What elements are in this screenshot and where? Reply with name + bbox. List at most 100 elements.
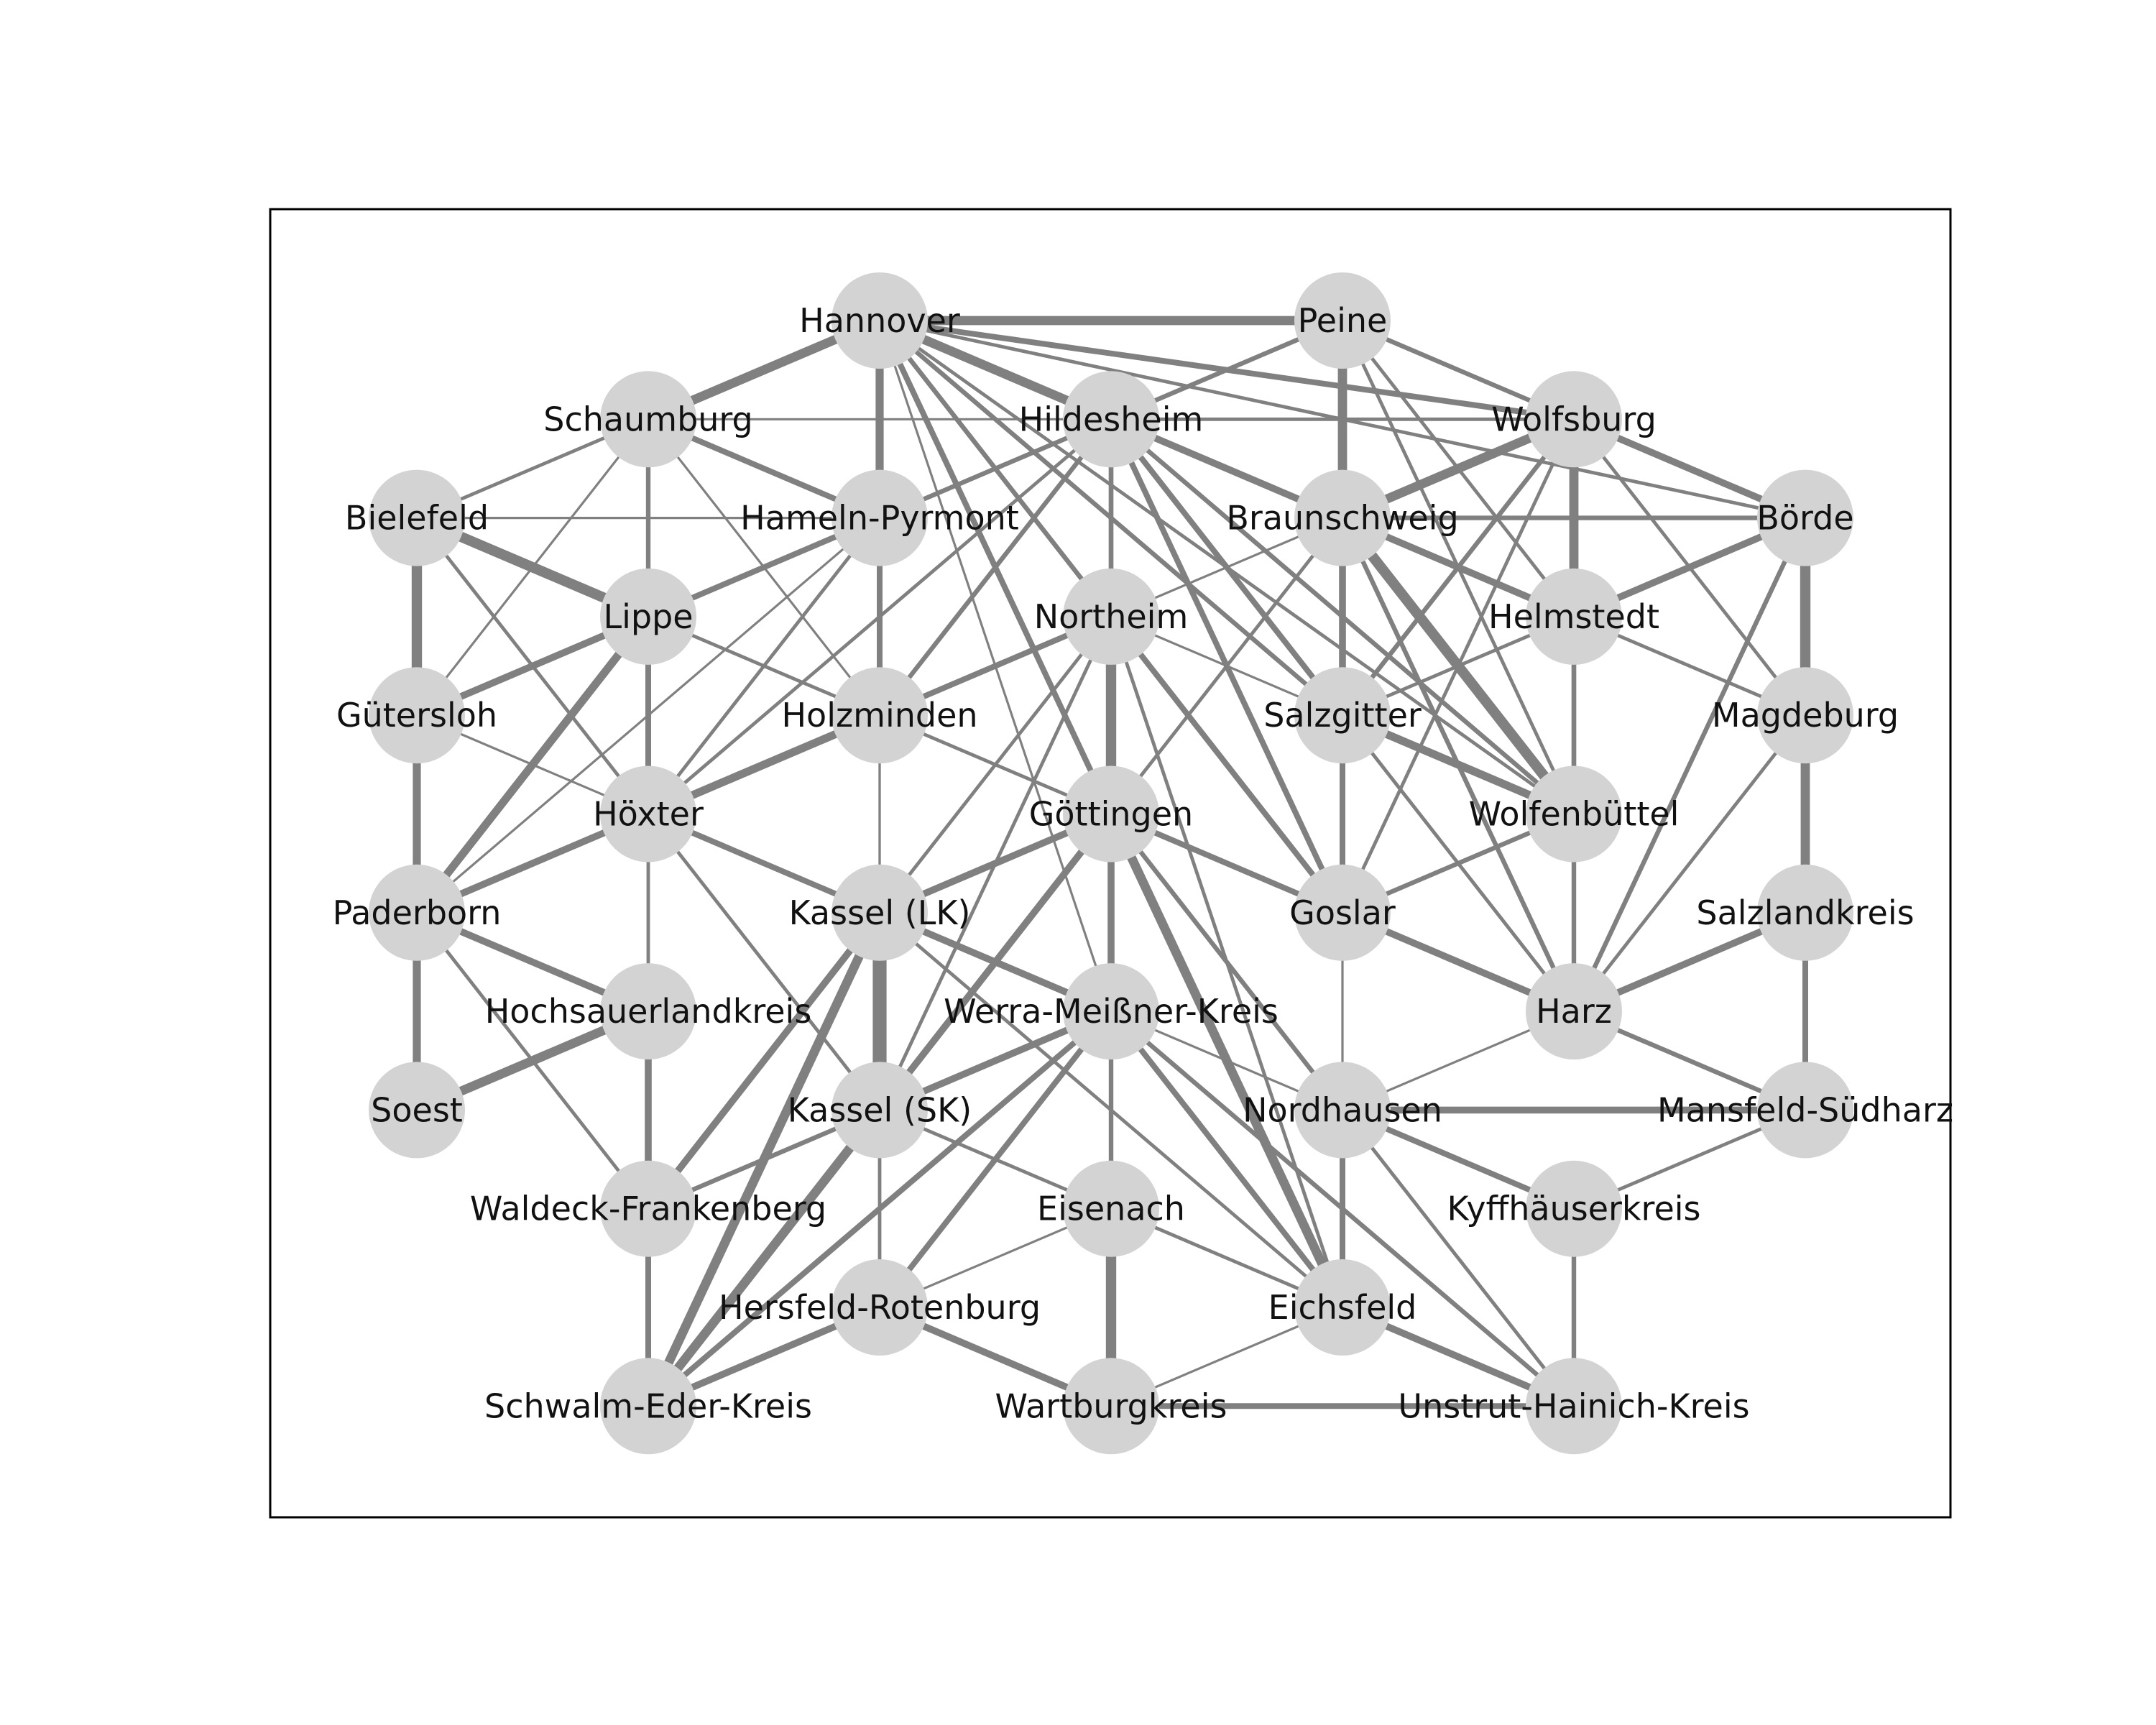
node-braunschweig: Braunschweig <box>1226 469 1459 566</box>
node-circle <box>1757 667 1853 764</box>
node-circle <box>600 568 696 665</box>
plot-frame <box>269 208 1952 1519</box>
node-label: Hameln-Pyrmont <box>740 499 1019 538</box>
node-circle <box>1294 469 1391 566</box>
node-label: Helmstedt <box>1488 597 1659 636</box>
node-label: Börde <box>1756 499 1853 538</box>
node-label: Unstrut-Hainich-Kreis <box>1398 1386 1749 1425</box>
node-circle <box>1757 1062 1853 1159</box>
node-circle <box>1294 272 1391 369</box>
node-label: Wolfenbüttel <box>1469 795 1680 834</box>
node-circle <box>831 864 928 961</box>
node-label: Wartburgkreis <box>995 1386 1227 1425</box>
node-paderborn: Paderborn <box>333 864 502 961</box>
node-label: Soest <box>371 1090 463 1129</box>
node-label: Wolfsburg <box>1491 400 1657 438</box>
node-circle <box>831 1259 928 1356</box>
node-circle <box>1063 371 1159 468</box>
node-circle <box>1294 1062 1391 1159</box>
edge-nordhausen-unstrut <box>1341 1108 1575 1407</box>
edge-magdeburg-harz <box>1572 714 1807 1013</box>
node-circle <box>1063 568 1159 665</box>
node-label: Göttingen <box>1029 795 1193 834</box>
node-salzgitter: Salzgitter <box>1263 667 1422 764</box>
node-lippe: Lippe <box>600 568 696 665</box>
node-hersfeld: Hersfeld-Rotenburg <box>719 1259 1041 1356</box>
node-hameln: Hameln-Pyrmont <box>740 469 1019 566</box>
node-goslar: Goslar <box>1289 864 1396 961</box>
node-label: Hochsauerlandkreis <box>485 992 812 1031</box>
node-label: Salzgitter <box>1263 696 1422 735</box>
node-circle <box>369 469 465 566</box>
node-label: Werra-Meißner-Kreis <box>944 992 1279 1031</box>
node-circle <box>600 963 696 1060</box>
node-label: Hildesheim <box>1019 400 1204 438</box>
node-circle <box>831 272 928 369</box>
node-hildesheim: Hildesheim <box>1019 371 1204 468</box>
node-circle <box>1757 469 1853 566</box>
node-kassel_lk: Kassel (LK) <box>789 864 971 961</box>
node-label: Kassel (LK) <box>789 893 971 932</box>
node-label: Kyffhäuserkreis <box>1447 1190 1701 1228</box>
node-circle <box>1526 963 1622 1060</box>
node-circle <box>1063 765 1159 862</box>
node-kassel_sk: Kassel (SK) <box>788 1062 972 1159</box>
edge-kassel_sk-schwalm <box>644 1107 884 1409</box>
node-nordhausen: Nordhausen <box>1243 1062 1442 1159</box>
node-goettingen: Göttingen <box>1029 765 1193 862</box>
edge-boerde-harz <box>1572 517 1807 1013</box>
node-circle <box>1294 1259 1391 1356</box>
node-circle <box>600 765 696 862</box>
node-circle <box>600 1358 696 1455</box>
node-circle <box>1063 1160 1159 1257</box>
node-circle <box>831 469 928 566</box>
node-label: Braunschweig <box>1226 499 1458 538</box>
node-hannover: Hannover <box>799 272 960 369</box>
node-circle <box>1526 1358 1622 1455</box>
node-northeim: Northeim <box>1034 568 1188 665</box>
node-label: Mansfeld-Südharz <box>1657 1090 1953 1129</box>
node-salzlandkreis: Salzlandkreis <box>1696 864 1915 961</box>
node-label: Kassel (SK) <box>788 1090 972 1129</box>
node-circle <box>1063 1358 1159 1455</box>
node-label: Schaumburg <box>543 400 752 438</box>
node-circle <box>600 1160 696 1257</box>
edge-hildesheim-holzminden <box>877 418 1113 717</box>
node-label: Goslar <box>1289 893 1396 932</box>
edge-hoexter-kassel_sk <box>647 813 881 1111</box>
node-circle <box>1063 963 1159 1060</box>
edge-werra-eichsfeld <box>1108 1009 1345 1310</box>
node-label: Salzlandkreis <box>1696 893 1914 932</box>
edge-northeim-goslar <box>1108 615 1345 915</box>
node-boerde: Börde <box>1756 469 1854 566</box>
node-schwalm: Schwalm-Eder-Kreis <box>484 1358 812 1455</box>
node-label: Magdeburg <box>1712 696 1899 735</box>
node-hochsauerland: Hochsauerlandkreis <box>485 963 812 1060</box>
node-waldeck: Waldeck-Frankenberg <box>470 1160 826 1257</box>
node-wolfenbuettel: Wolfenbüttel <box>1469 765 1680 862</box>
node-label: Bielefeld <box>345 499 489 538</box>
node-soest: Soest <box>369 1062 465 1159</box>
node-mansfeld: Mansfeld-Südharz <box>1657 1062 1953 1159</box>
node-label: Gütersloh <box>336 696 497 735</box>
node-circle <box>1526 765 1622 862</box>
node-eisenach: Eisenach <box>1037 1160 1185 1257</box>
node-harz: Harz <box>1526 963 1622 1060</box>
node-circle <box>1294 667 1391 764</box>
node-label: Waldeck-Frankenberg <box>470 1190 826 1228</box>
node-schaumburg: Schaumburg <box>543 371 753 468</box>
node-circle <box>369 1062 465 1159</box>
node-label: Peine <box>1298 301 1388 340</box>
node-label: Höxter <box>593 795 704 834</box>
node-label: Eisenach <box>1037 1190 1185 1228</box>
node-circle <box>369 667 465 764</box>
node-guetersloh: Gütersloh <box>336 667 497 764</box>
node-bielefeld: Bielefeld <box>345 469 489 566</box>
node-circle <box>1526 371 1622 468</box>
node-peine: Peine <box>1294 272 1391 369</box>
node-label: Harz <box>1536 992 1612 1031</box>
node-label: Paderborn <box>333 893 502 932</box>
node-circle <box>831 1062 928 1159</box>
node-wolfsburg: Wolfsburg <box>1491 371 1657 468</box>
